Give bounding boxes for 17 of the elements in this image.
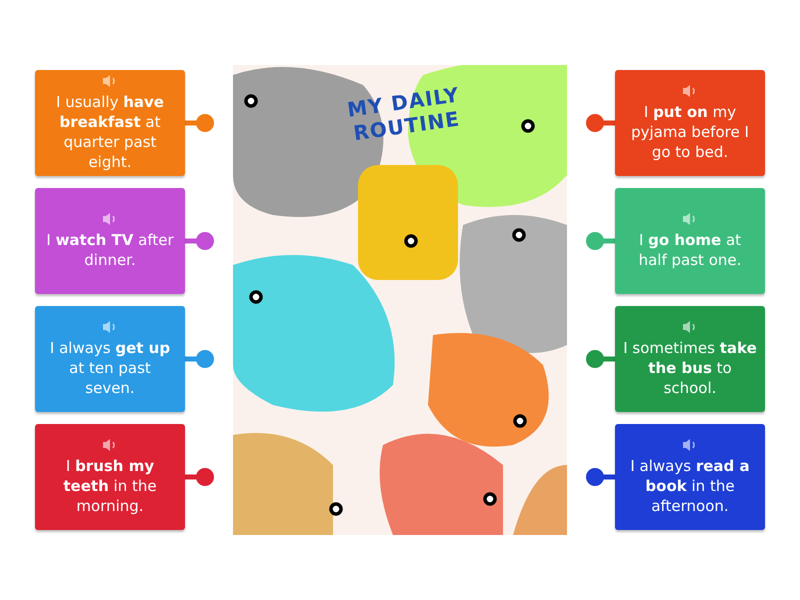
card-text: I sometimes take the bus to school. — [623, 338, 757, 398]
answer-card — [35, 188, 185, 294]
answer-card — [35, 306, 185, 412]
answer-card — [615, 306, 765, 412]
card-text: I brush my teeth in the morning. — [62, 456, 158, 516]
answer-card — [35, 424, 185, 530]
answer-card — [615, 424, 765, 530]
card-text: I always get up at ten past seven. — [48, 338, 172, 398]
card-text: I go home at half past one. — [638, 230, 742, 270]
card-text: I put on my pyjama before I go to bed. — [630, 102, 750, 162]
illustration-title: MY DAILY ROUTINE — [344, 82, 462, 146]
card-text: I usually have breakfast at quarter past eight. — [55, 92, 165, 172]
card-text: I always read a book in the afternoon. — [629, 456, 751, 516]
answer-card — [615, 70, 765, 176]
answer-card — [615, 188, 765, 294]
answer-card — [35, 70, 185, 176]
card-text: I watch TV after dinner. — [45, 230, 175, 270]
